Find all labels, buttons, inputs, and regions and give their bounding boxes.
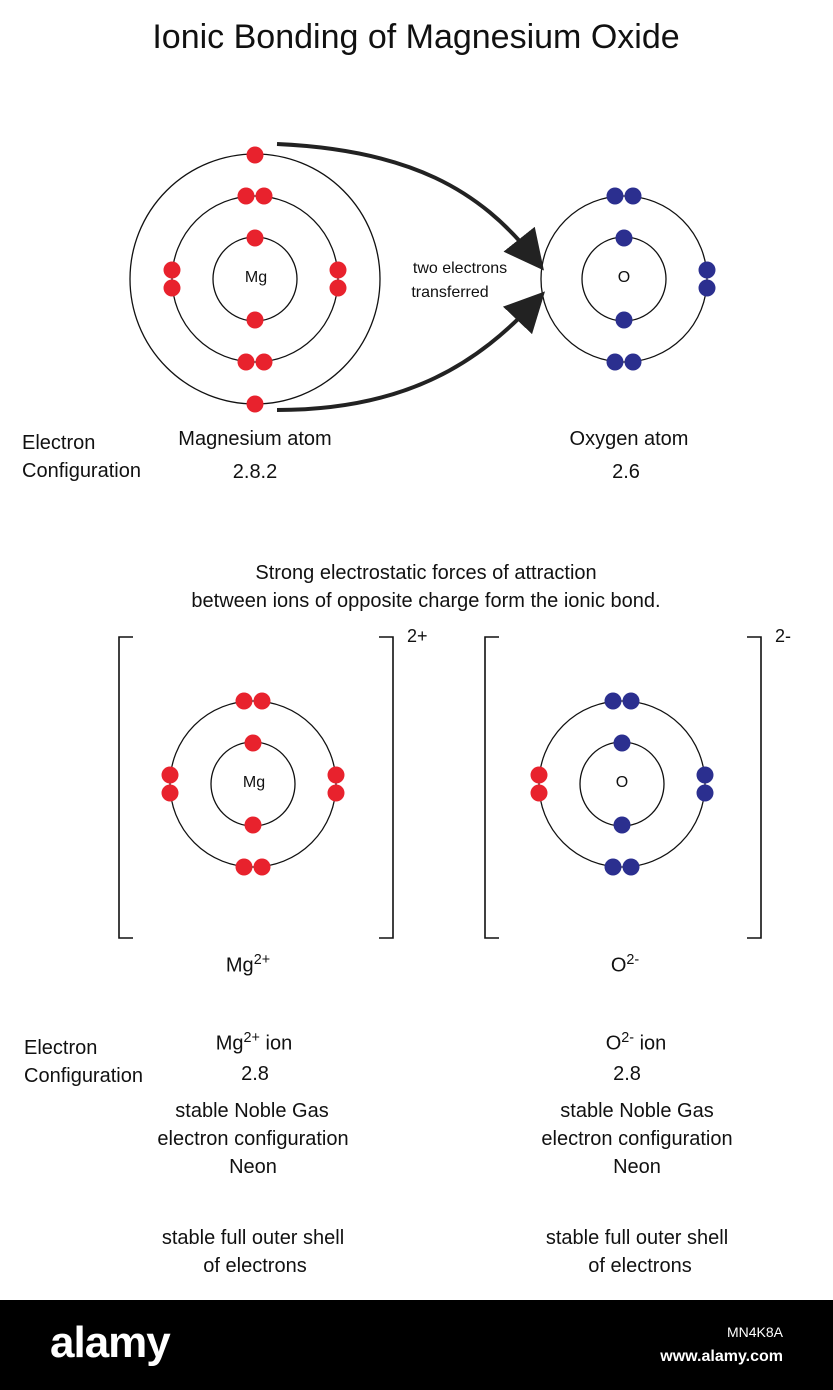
mg-atom-nucleus-label: Mg [244,269,268,286]
electron [246,146,264,164]
ion-config-heading-line2: Configuration [24,1065,143,1087]
electron [624,187,642,205]
o-ion-bracket-charge: 2- [775,626,792,646]
electron [237,187,255,205]
o-ion-shell-2 [538,700,706,868]
electron [696,784,714,802]
mg-ion-shell-2 [169,700,337,868]
electron [604,692,622,710]
bond-statement-line1: Strong electrostatic forces of attractio… [255,562,597,584]
atom-config-heading-line2: Configuration [22,460,141,482]
electron [244,816,262,834]
electron [246,311,264,329]
o-ion-electrons [530,692,714,876]
alamy-logo: alamy [50,1318,171,1367]
transferred-electron [530,766,548,784]
electron [246,229,264,247]
electron [235,858,253,876]
electron [163,261,181,279]
electron [244,734,262,752]
electron [327,784,345,802]
electron [622,858,640,876]
mg-ion-bracket-charge: 2+ [407,626,428,646]
electron [329,261,347,279]
o-atom-config: 2.6 [612,461,640,483]
transferred-electron [530,784,548,802]
electron [606,187,624,205]
mg-ion-name: Mg2+ ion [215,1030,293,1055]
mg-shell-line1: stable full outer shell [161,1227,345,1249]
ionic-bonding-diagram [118,142,762,939]
o-atom-nucleus-label: O [617,269,631,286]
transfer-label-line2: transferred [411,284,489,301]
site-url: www.alamy.com [660,1348,783,1365]
transfer-label-line1: two electrons [412,260,508,277]
electron [613,816,631,834]
o-stable-line3: Neon [613,1156,661,1178]
electron [253,858,271,876]
electron [615,229,633,247]
electron [255,187,273,205]
electron [615,311,633,329]
mg-atom-config: 2.8.2 [232,461,278,483]
transfer-arrow-bottom [276,291,546,412]
mg-ion-electrons [161,692,345,876]
o-atom-electrons [606,187,716,371]
mg-ion-left-bracket [118,636,133,939]
mg-ion-symbol: Mg2+ [225,952,271,977]
o-atom-name: Oxygen atom [569,428,689,450]
electron [161,784,179,802]
electron [624,353,642,371]
electron [698,261,716,279]
mg-ion-brackets [118,636,394,939]
bond-statement-line2: between ions of opposite charge form the… [191,590,661,612]
mg-ion-right-bracket [379,636,394,939]
mg-stable-line2: electron configuration [157,1128,349,1150]
o-ion-right-bracket [747,636,762,939]
o-shell-line2: of electrons [588,1255,692,1277]
electron [255,353,273,371]
mg-shell-line2: of electrons [203,1255,307,1277]
electron [329,279,347,297]
o-ion-nucleus-label: O [615,774,629,791]
o-ion-symbol: O2- [610,952,640,977]
mg-stable-line3: Neon [229,1156,277,1178]
mg-ion-config: 2.8 [241,1063,269,1085]
mg-atom-electrons [163,146,347,413]
electron [604,858,622,876]
mg-stable-line1: stable Noble Gas [175,1100,329,1122]
electron [161,766,179,784]
atom-config-heading-line1: Electron [22,432,96,454]
electron [613,734,631,752]
electron [622,692,640,710]
image-id: MN4K8A [726,1324,783,1340]
page-title: Ionic Bonding of Magnesium Oxide [152,18,680,56]
o-ion-config: 2.8 [613,1063,641,1085]
transfer-arrow-top [276,142,544,271]
o-stable-line1: stable Noble Gas [560,1100,714,1122]
stock-footer: alamy MN4K8A www.alamy.com [0,1300,833,1390]
o-stable-line2: electron configuration [541,1128,733,1150]
o-ion-brackets [484,636,762,939]
electron [698,279,716,297]
electron [235,692,253,710]
electron [246,395,264,413]
electron [237,353,255,371]
electron [696,766,714,784]
o-ion-name: O2- ion [605,1030,667,1055]
o-atom-shell-2 [540,195,708,363]
electron [163,279,181,297]
mg-atom-shell-2 [171,195,339,363]
electron [327,766,345,784]
mg-ion-nucleus-label: Mg [242,774,266,791]
ion-config-heading-line1: Electron [24,1037,98,1059]
electron [606,353,624,371]
mg-atom-name: Magnesium atom [178,428,332,450]
o-shell-line1: stable full outer shell [545,1227,729,1249]
electron [253,692,271,710]
o-ion-left-bracket [484,636,499,939]
